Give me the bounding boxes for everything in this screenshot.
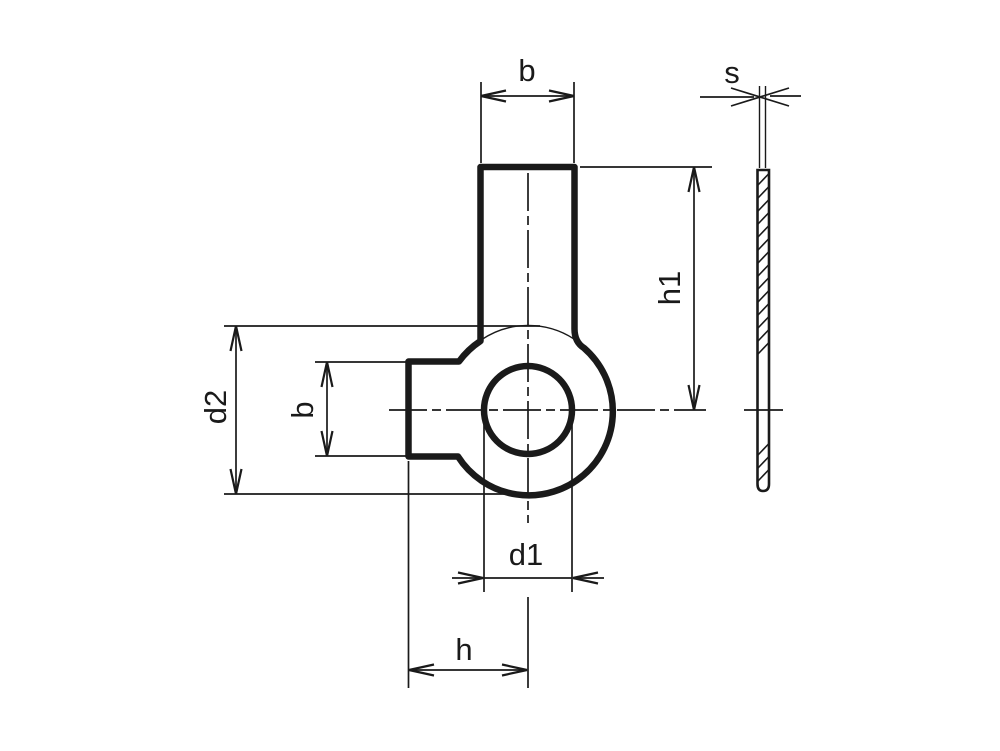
arrow-stroke bbox=[730, 87, 790, 107]
dim-label-b-left: b bbox=[285, 401, 320, 418]
dimension-d1: d1 bbox=[452, 410, 604, 592]
hatch-line bbox=[757, 264, 770, 277]
hatch-line bbox=[757, 456, 770, 469]
hatch-line bbox=[757, 316, 770, 329]
dimension-b-left: b bbox=[285, 361, 407, 457]
hatch-line bbox=[757, 329, 770, 342]
dimension-h1: h1 bbox=[580, 166, 712, 411]
dim-label-d1: d1 bbox=[509, 537, 543, 572]
front-view bbox=[389, 163, 706, 523]
hatch-line bbox=[757, 290, 770, 303]
dimension-b-top: b bbox=[480, 53, 575, 163]
section-hatch bbox=[757, 173, 770, 482]
hatch-line bbox=[757, 225, 770, 238]
dimension-h: h bbox=[407, 461, 529, 688]
dim-label-b-top: b bbox=[518, 53, 535, 88]
hatch-line bbox=[757, 303, 770, 316]
hatch-line bbox=[757, 212, 770, 225]
side-view bbox=[744, 168, 783, 493]
hatch-line bbox=[757, 199, 770, 212]
hatch-line bbox=[757, 469, 770, 482]
dim-label-s: s bbox=[724, 55, 740, 90]
hatch-line bbox=[757, 443, 770, 456]
hatch-line bbox=[757, 238, 770, 251]
washer-outline bbox=[405, 163, 617, 499]
dimension-s: s bbox=[700, 55, 801, 168]
dim-label-h1: h1 bbox=[652, 271, 687, 305]
hatch-line bbox=[757, 277, 770, 290]
side-strip-outline bbox=[756, 168, 771, 493]
hatch-line bbox=[757, 186, 770, 199]
dimension-d2: d2 bbox=[198, 325, 540, 495]
hatch-line bbox=[757, 173, 770, 186]
hatch-line bbox=[757, 251, 770, 264]
dim-label-d2: d2 bbox=[198, 390, 233, 424]
hatch-line bbox=[757, 342, 770, 355]
dim-label-h: h bbox=[455, 632, 472, 667]
